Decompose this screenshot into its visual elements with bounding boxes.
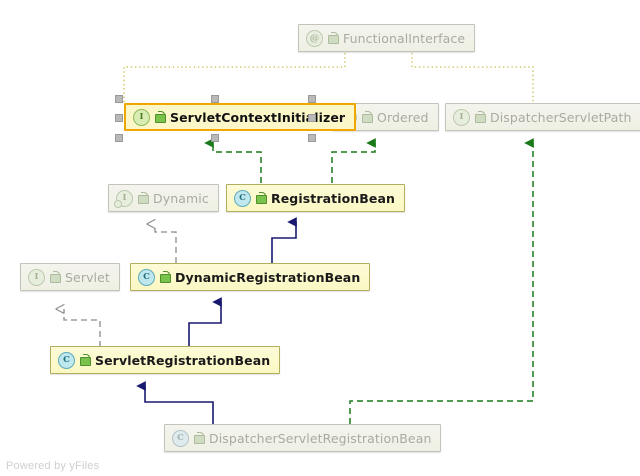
class-c-icon: C [138,268,155,286]
unlocked-padlock-icon [79,354,91,366]
node-label: DynamicRegistrationBean [175,269,361,285]
unlocked-padlock-icon [361,111,373,123]
interface-i-icon: I [453,108,470,126]
selection-handle-sw[interactable] [115,134,123,142]
node-registration-bean[interactable]: C RegistrationBean [226,184,406,212]
edge-interface-servletregistrationbean-servlet [55,303,101,347]
node-label: DispatcherServletRegistrationBean [209,430,432,446]
node-servlet[interactable]: I Servlet [20,263,120,291]
node-label: FunctionalInterface [343,30,466,46]
class-c-icon: C [172,429,189,447]
unlocked-padlock-icon [474,111,486,123]
node-label: DispatcherServletPath [490,109,632,125]
interface-i-icon: I [133,108,150,126]
selection-handle-s[interactable] [211,134,219,142]
unlocked-padlock-icon [193,432,205,444]
unlocked-padlock-icon [255,192,267,204]
unlocked-padlock-icon [159,271,171,283]
edge-generalization-dynamicregistrationbean-registrationbean [271,217,297,263]
edge-generalization-dispatcherservletregistrationbean-servletregistrationbean [136,381,214,424]
class-c-icon: C [58,351,75,369]
node-functional-interface[interactable]: @ FunctionalInterface [298,24,476,52]
yfiles-watermark: Powered by yFiles [6,460,100,472]
node-label: RegistrationBean [271,190,396,206]
selection-handle-w[interactable] [115,114,123,122]
unlocked-padlock-icon [49,271,61,283]
annotation-at-icon: @ [306,29,323,47]
unlocked-padlock-icon [154,111,166,123]
node-label: Dynamic [153,190,209,206]
class-c-icon: C [234,189,251,207]
edge-annotation-functionalinterface-dispatcherservletpath [411,53,534,104]
selection-handle-n[interactable] [211,95,219,103]
selection-handle-ne[interactable] [308,95,316,103]
node-label: ServletContextInitializer [170,109,346,125]
node-dynamic[interactable]: I Dynamic [108,184,219,212]
node-label: ServletRegistrationBean [95,352,271,368]
node-label: Servlet [65,269,110,285]
node-dispatcher-servlet-path[interactable]: I DispatcherServletPath [445,103,640,131]
edge-generalization-servletregistrationbean-dynamicregistrationbean [188,297,222,347]
node-servlet-context-initializer[interactable]: I ServletContextInitializer [124,103,357,131]
unlocked-padlock-icon [327,32,339,44]
interface-i-icon: I [28,268,45,286]
selection-handle-e[interactable] [308,114,316,122]
edge-interface-dynamicregistrationbean-dynamic [146,218,177,263]
edge-realization-registrationbean-ordered [331,138,376,183]
selection-handle-nw[interactable] [115,95,123,103]
selection-handle-se[interactable] [308,134,316,142]
node-dynamic-registration-bean[interactable]: C DynamicRegistrationBean [130,263,371,291]
unlocked-padlock-icon [137,192,149,204]
node-label: Ordered [377,109,429,125]
node-dispatcher-servlet-registration-bean[interactable]: C DispatcherServletRegistrationBean [164,424,442,452]
inner-interface-i-icon: I [114,189,133,208]
node-servlet-registration-bean[interactable]: C ServletRegistrationBean [50,346,281,374]
edge-realization-registrationbean-servletcontextinitializer [204,138,262,183]
